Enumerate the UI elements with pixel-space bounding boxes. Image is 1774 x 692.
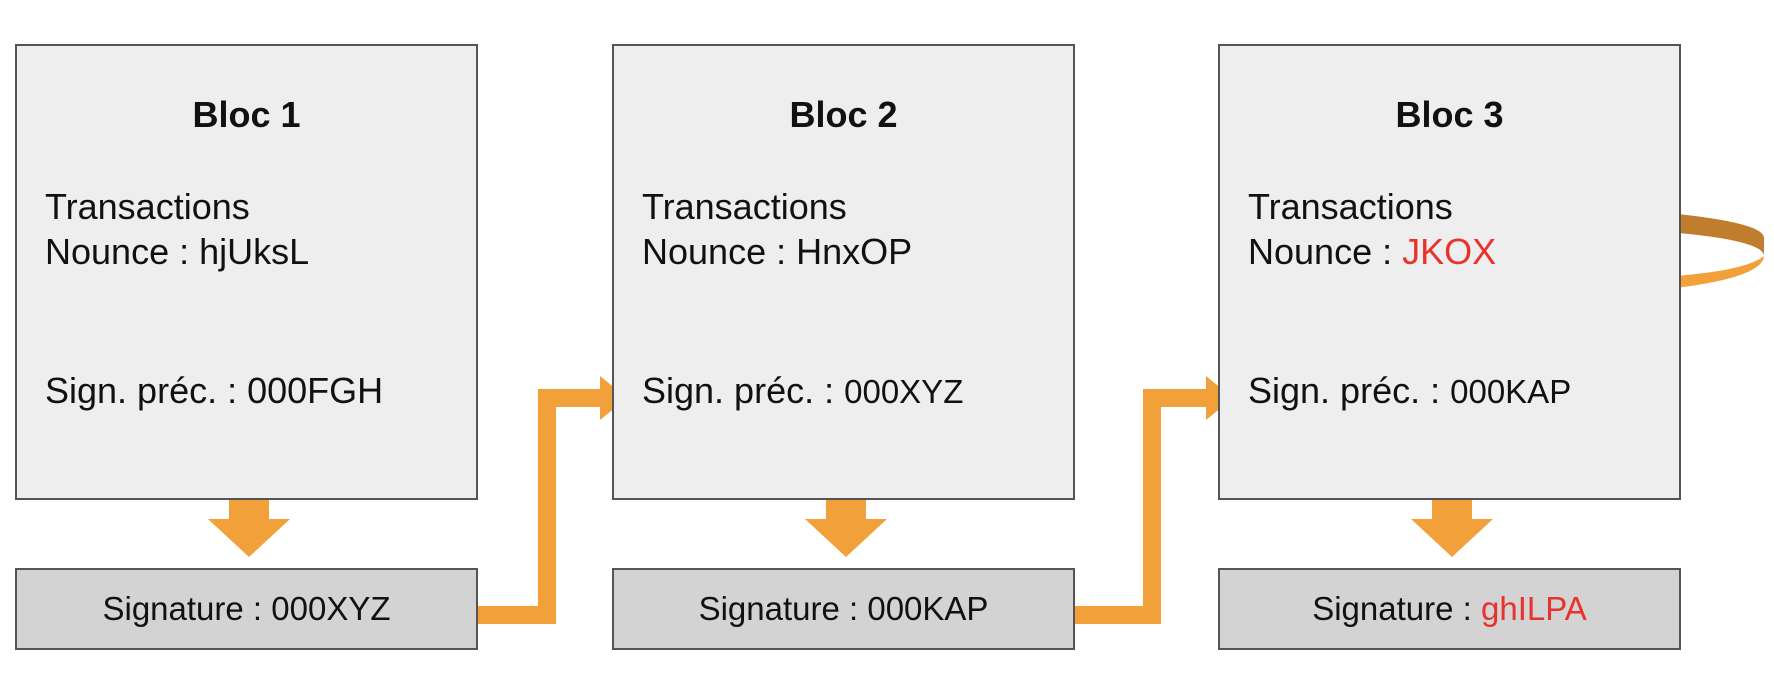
- nonce-value: HnxOP: [796, 231, 913, 272]
- signature-label: Signature :: [698, 590, 868, 627]
- signature-value-modified: ghILPA: [1480, 590, 1587, 627]
- nonce-value-modified: JKOX: [1402, 231, 1497, 272]
- down-arrow-1: [208, 479, 290, 557]
- nonce-value: hjUksL: [199, 231, 310, 272]
- previous-signature-value: 000KAP: [1450, 373, 1572, 410]
- signature-box-2: Signature : 000KAP: [612, 568, 1075, 650]
- previous-signature-value: 000FGH: [247, 370, 384, 411]
- previous-signature-line: Sign. préc. : 000KAP: [1248, 370, 1571, 412]
- previous-signature-label: Sign. préc. :: [642, 370, 845, 411]
- block-2: Bloc 2 Transactions Nounce : HnxOP Sign.…: [612, 44, 1075, 500]
- signature-box-3: Signature : ghILPA: [1218, 568, 1681, 650]
- transactions-label: Transactions: [1248, 186, 1453, 227]
- previous-signature-line: Sign. préc. : 000FGH: [45, 370, 383, 412]
- block-1: Bloc 1 Transactions Nounce : hjUksL Sign…: [15, 44, 478, 500]
- link-arrow-1: [447, 389, 603, 624]
- nonce-label: Nounce :: [642, 231, 797, 272]
- signature-box-1: Signature : 000XYZ: [15, 568, 478, 650]
- block-title: Bloc 2: [789, 94, 898, 135]
- signature-value: 000XYZ: [271, 590, 391, 627]
- previous-signature-line: Sign. préc. : 000XYZ: [642, 370, 963, 412]
- previous-signature-label: Sign. préc. :: [1248, 370, 1451, 411]
- down-arrow-2: [805, 479, 887, 557]
- nonce-line: Nounce : JKOX: [1248, 231, 1496, 273]
- block-title: Bloc 3: [1395, 94, 1504, 135]
- transactions-label: Transactions: [642, 186, 847, 227]
- signature-value: 000KAP: [867, 590, 989, 627]
- down-arrow-3: [1411, 479, 1493, 557]
- nonce-label: Nounce :: [1248, 231, 1403, 272]
- nonce-line: Nounce : HnxOP: [642, 231, 912, 273]
- block-3: Bloc 3 Transactions Nounce : JKOX Sign. …: [1218, 44, 1681, 500]
- previous-signature-label: Sign. préc. :: [45, 370, 248, 411]
- nonce-line: Nounce : hjUksL: [45, 231, 309, 273]
- signature-label: Signature :: [102, 590, 272, 627]
- block-title: Bloc 1: [192, 94, 301, 135]
- transactions-label: Transactions: [45, 186, 250, 227]
- signature-label: Signature :: [1312, 590, 1481, 627]
- previous-signature-value: 000XYZ: [844, 373, 964, 410]
- link-arrow-2: [1052, 389, 1209, 624]
- nonce-label: Nounce :: [45, 231, 200, 272]
